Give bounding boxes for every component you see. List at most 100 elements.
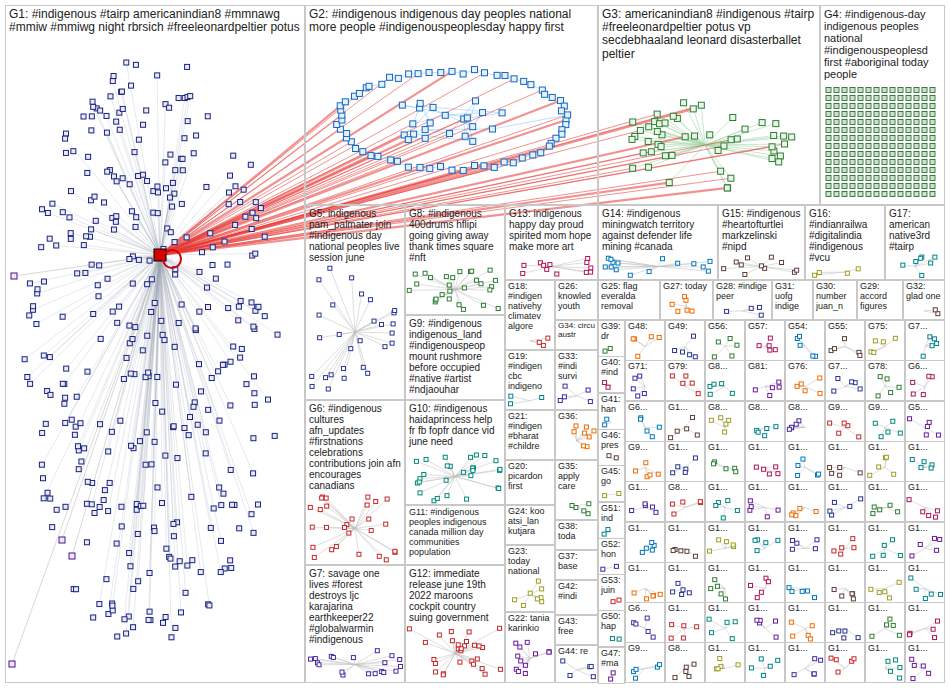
vertex [169, 635, 174, 640]
vertex-link [552, 267, 587, 273]
vertex [842, 136, 847, 141]
vertex [444, 275, 448, 279]
vertex-link [110, 170, 160, 255]
vertex-link [743, 311, 762, 315]
vertex [898, 168, 903, 173]
vertex [845, 271, 849, 275]
vertex [414, 459, 418, 463]
vertex [464, 639, 468, 643]
vertex [759, 264, 763, 268]
vertex [617, 492, 621, 496]
vertex [513, 598, 517, 602]
vertex [390, 341, 394, 345]
vertex-link [414, 134, 473, 141]
vertex [834, 96, 839, 101]
vertex-link [355, 311, 395, 332]
vertex [220, 362, 225, 367]
vertex-link [112, 255, 160, 606]
vertex [473, 643, 477, 647]
vertex [842, 144, 847, 149]
vertex [501, 159, 507, 165]
vertex [334, 545, 338, 549]
vertex [930, 152, 935, 157]
vertex-link [113, 81, 160, 255]
vertex [558, 108, 564, 114]
vertex [874, 144, 879, 149]
vertex-link [14, 255, 160, 276]
vertex [605, 417, 609, 421]
vertex [68, 231, 73, 236]
vertex [185, 119, 190, 124]
vertex [111, 227, 116, 232]
vertex [155, 73, 160, 78]
vertex [39, 245, 44, 250]
vertex-link [160, 255, 239, 307]
vertex [930, 120, 935, 125]
vertex [395, 75, 401, 81]
vertex [930, 96, 935, 101]
vertex [519, 155, 525, 161]
vertex [563, 384, 567, 388]
vertex-link [355, 524, 386, 528]
vertex [203, 430, 208, 435]
vertex [45, 210, 50, 215]
vertex [89, 502, 94, 507]
vertex [97, 602, 102, 607]
vertex-link [451, 632, 455, 654]
vertex [160, 332, 165, 337]
vertex [662, 153, 668, 159]
vertex [106, 509, 111, 514]
vertex [890, 120, 895, 125]
vertex [795, 268, 799, 272]
vertex [197, 309, 202, 314]
vertex [393, 309, 397, 313]
vertex [432, 657, 436, 661]
vertex [173, 168, 178, 173]
vertex [40, 207, 45, 212]
vertex [230, 502, 235, 507]
vertex-link [540, 263, 551, 267]
vertex [195, 422, 200, 427]
vertex [418, 491, 422, 495]
vertex [152, 300, 157, 305]
vertex [251, 324, 256, 329]
vertex-link [420, 477, 455, 493]
vertex [127, 257, 132, 262]
vertex [60, 381, 65, 386]
vertex [519, 659, 523, 663]
vertex [228, 558, 233, 563]
vertex-link [355, 529, 386, 560]
vertex-link [455, 270, 490, 289]
vertex [54, 507, 59, 512]
vertex [194, 133, 199, 138]
vertex-link [511, 401, 530, 404]
vertex [614, 564, 618, 568]
vertex [645, 138, 651, 144]
vertex [171, 425, 176, 430]
vertex [516, 669, 520, 673]
vertex-link [355, 332, 368, 373]
vertex [324, 525, 328, 529]
vertex [817, 271, 821, 275]
vertex [914, 160, 919, 165]
vertex-link [50, 255, 160, 357]
vertex [147, 258, 152, 263]
vertex [134, 215, 139, 220]
vertex [173, 382, 178, 387]
vertex [98, 108, 103, 113]
vertex [117, 127, 122, 132]
vertex [480, 667, 484, 671]
vertex [111, 74, 116, 79]
vertex-link [434, 477, 455, 501]
vertex [85, 170, 90, 175]
vertex [444, 478, 448, 482]
vertex [445, 464, 449, 468]
vertex [546, 336, 550, 340]
vertex-link [33, 255, 160, 310]
vertex-link [355, 332, 385, 347]
vertex [826, 144, 831, 149]
vertex [461, 307, 465, 311]
vertex [159, 318, 164, 323]
vertex [155, 374, 160, 379]
vertex-link [319, 664, 355, 665]
